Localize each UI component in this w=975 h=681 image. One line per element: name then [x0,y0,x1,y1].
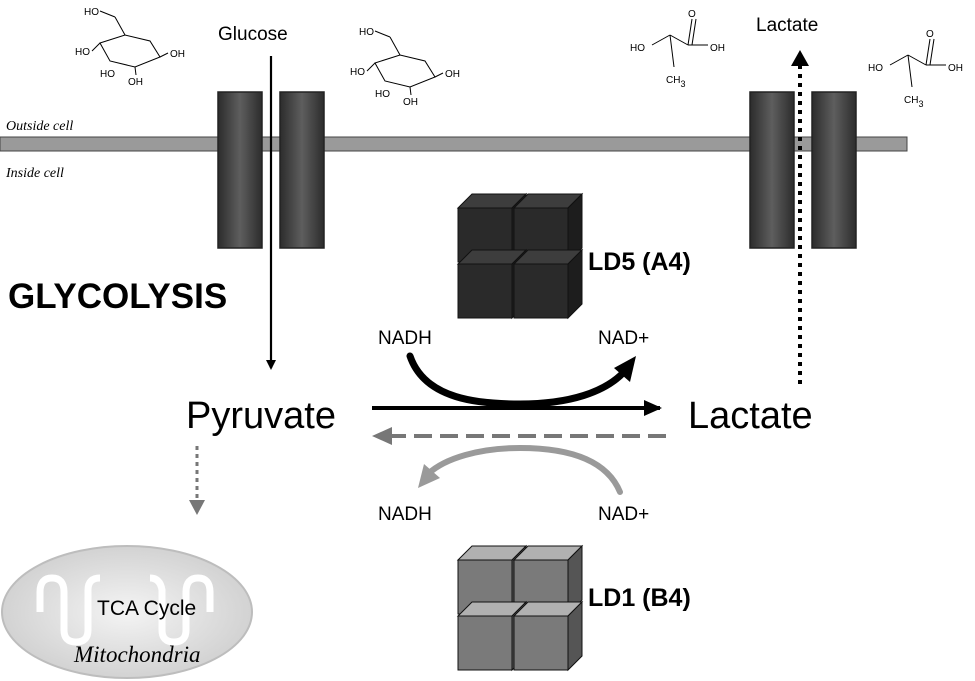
nad-to-nadh-curve [425,444,623,495]
lactate-export-arrowhead [791,50,809,66]
glucose-label: Glucose [218,24,288,45]
mitochondria-label: Mitochondria [73,642,201,667]
svg-text:HO: HO [630,43,645,54]
ld1-cube [456,600,528,672]
lactate-structure-icon-export: HO O OH CH3 [868,29,963,109]
outside-cell-label: Outside cell [6,119,73,134]
svg-text:HO: HO [359,27,374,38]
svg-text:OH: OH [445,69,460,80]
svg-text:CH3: CH3 [666,75,685,89]
lactate-label: Lactate [688,395,813,437]
svg-text:OH: OH [948,63,963,74]
nadh-reverse-arrowhead [418,464,440,488]
glucose-structure-icon-inner: HO HO OH OH HO [350,27,460,108]
svg-text:O: O [926,29,934,40]
glucose-structure-icon: HO HO OH OH HO [75,7,185,88]
svg-text:HO: HO [375,89,390,100]
svg-text:HO: HO [84,7,99,18]
glycolysis-title: GLYCOLYSIS [8,277,227,316]
svg-text:HO: HO [75,47,90,58]
svg-text:HO: HO [350,67,365,78]
lactate-structure-icon: HO O OH CH3 [630,9,725,89]
tca-cycle-label: TCA Cycle [97,597,196,620]
nadh-forward-label: NADH [378,328,432,349]
ld5-cube [512,248,584,320]
ld5-label: LD5 (A4) [588,248,691,276]
nad-forward-arrowhead [614,356,636,382]
svg-text:O: O [688,9,696,20]
lactate-export-label: Lactate [756,15,818,36]
nad-reverse-label: NAD+ [598,504,649,525]
ld1-label: LD1 (B4) [588,584,691,612]
reverse-reaction-arrowhead [372,427,392,445]
svg-text:CH3: CH3 [904,95,923,109]
svg-text:HO: HO [100,69,115,80]
lactate-transporter [749,91,857,249]
svg-text:OH: OH [403,97,418,108]
ld1-cube [512,600,584,672]
nadh-reverse-label: NADH [378,504,432,525]
nad-forward-label: NAD+ [598,328,649,349]
ld5-enzyme-icon [456,192,584,320]
pyruvate-label: Pyruvate [186,395,336,437]
mitochondria-arrowhead [189,500,205,515]
svg-text:OH: OH [128,77,143,88]
svg-text:OH: OH [710,43,725,54]
svg-text:HO: HO [868,63,883,74]
inside-cell-label: Inside cell [5,166,64,181]
svg-text:OH: OH [170,49,185,60]
ld1-enzyme-icon [456,544,584,672]
nadh-to-nad-curve [406,352,628,408]
glucose-transporter [217,91,325,249]
mitochondria-icon [1,545,253,679]
